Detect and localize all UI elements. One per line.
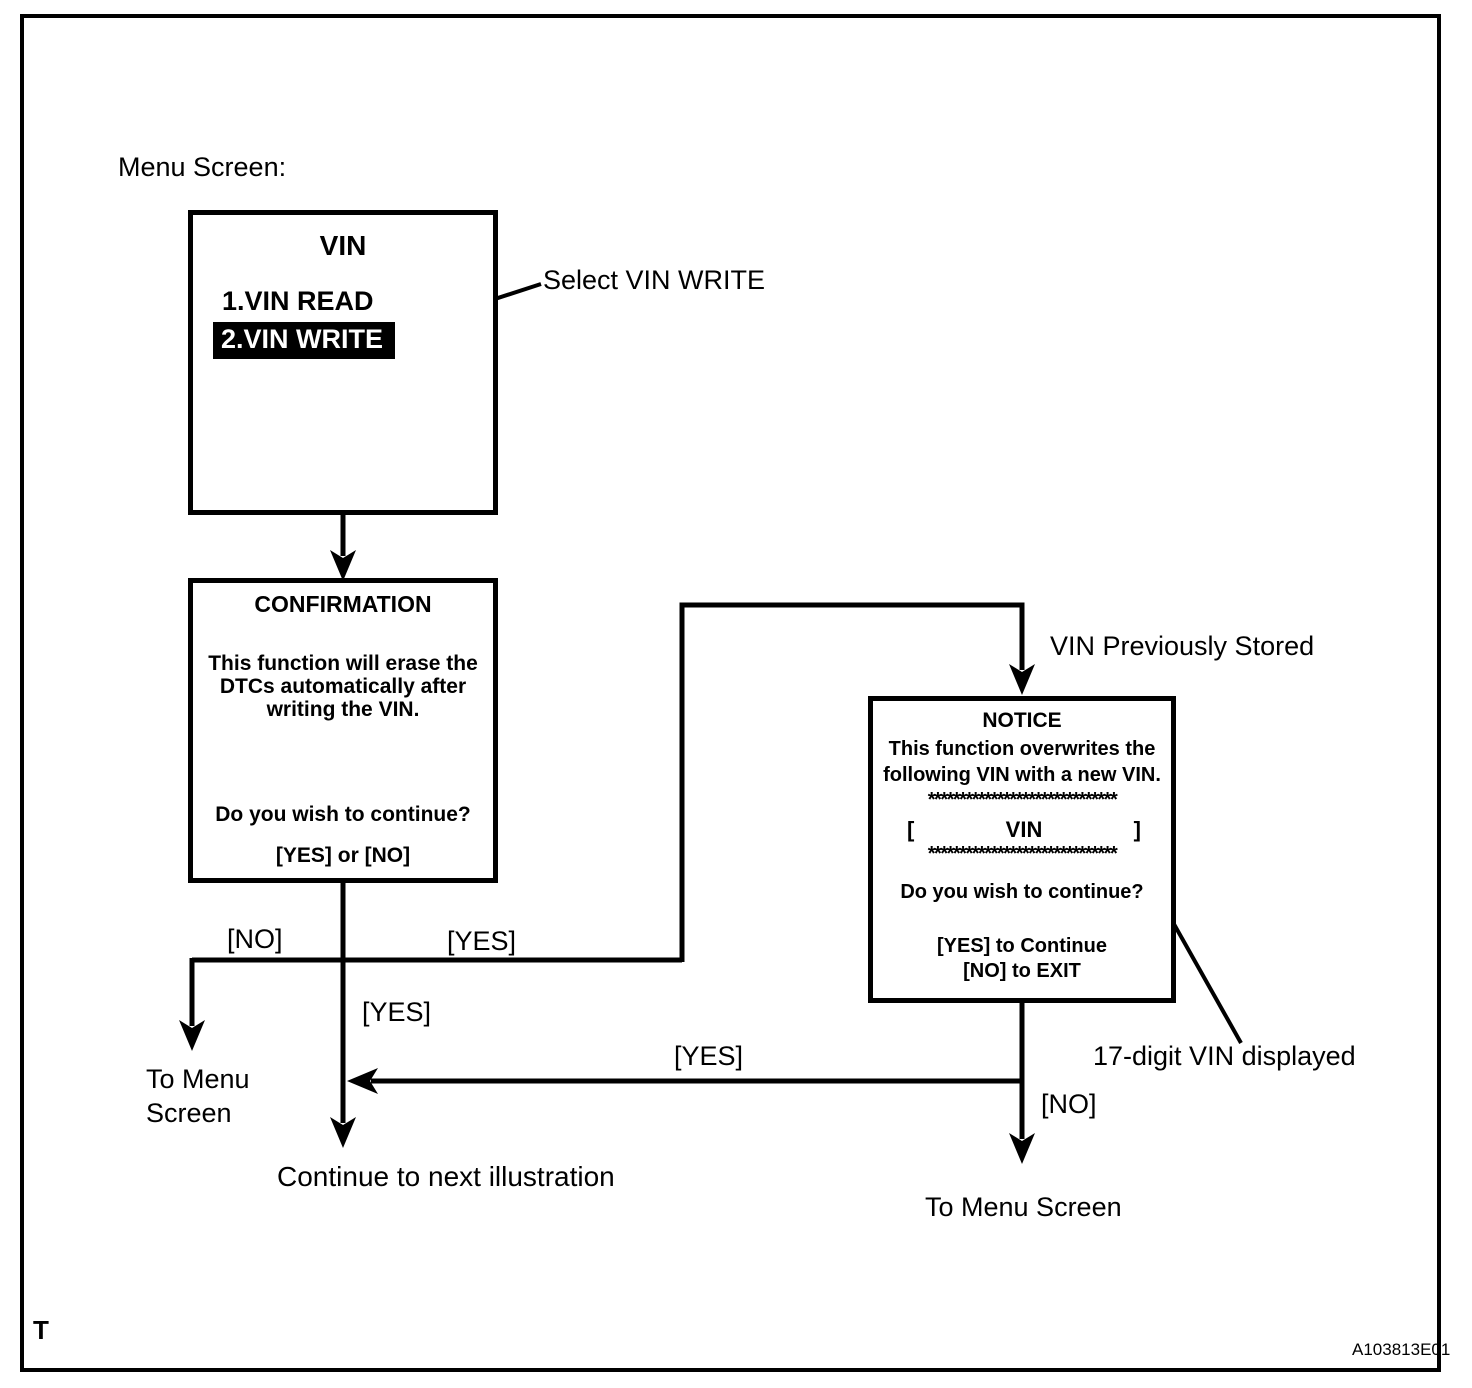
terminal-to-menu-left: To Menu Screen — [146, 1062, 250, 1130]
menu-screen-label: Menu Screen: — [118, 152, 287, 182]
terminal-to-menu-right: To Menu Screen — [925, 1192, 1122, 1222]
edge-label-notice-no-down: [NO] — [1041, 1089, 1097, 1119]
notice-options: [YES] to Continue [NO] to EXIT — [873, 934, 1171, 984]
edge-label-confirmation-no: [NO] — [227, 924, 283, 954]
vin-placeholder-row: [ VIN ] — [873, 818, 1171, 842]
bracket-close: ] — [1133, 817, 1141, 842]
terminal-to-menu-left-line1: To Menu — [146, 1064, 250, 1094]
confirmation-box: CONFIRMATION This function will erase th… — [188, 578, 498, 883]
annotation-vin-previously-stored: VIN Previously Stored — [1050, 631, 1315, 661]
asterisk-divider-top: ****************************** — [927, 790, 1118, 810]
edge-label-confirmation-yes-down: [YES] — [362, 997, 432, 1027]
corner-letter: T — [33, 1315, 49, 1345]
vin-menu-title: VIN — [319, 230, 367, 261]
vin-label: VIN — [1005, 817, 1043, 842]
notice-body: This function overwrites the following V… — [873, 736, 1171, 788]
confirmation-body-line: This function will erase the — [208, 652, 478, 675]
asterisk-divider-bottom: ****************************** — [927, 844, 1118, 864]
notice-option-no: [NO] to EXIT — [963, 960, 1081, 982]
confirmation-options: [YES] or [NO] — [275, 844, 411, 867]
confirmation-question: Do you wish to continue? — [215, 803, 471, 826]
menu-item-vin-write-selected: 2.VIN WRITE — [213, 322, 396, 359]
notice-title: NOTICE — [982, 709, 1062, 732]
terminal-continue-next: Continue to next illustration — [277, 1161, 615, 1192]
edge-label-confirmation-yes-right: [YES] — [447, 926, 517, 956]
edge-label-notice-yes-return: [YES] — [674, 1041, 744, 1071]
notice-option-yes: [YES] to Continue — [937, 935, 1107, 957]
page-border — [20, 14, 1441, 1372]
bracket-open: [ — [907, 817, 915, 842]
notice-body-line: following VIN with a new VIN. — [883, 764, 1161, 786]
notice-body-line: This function overwrites the — [888, 738, 1156, 760]
select-vin-write-callout: Select VIN WRITE — [543, 265, 766, 295]
notice-question: Do you wish to continue? — [900, 881, 1144, 903]
annotation-17-digit-vin: 17-digit VIN displayed — [1093, 1041, 1356, 1071]
figure-id: A103813E01 — [1352, 1340, 1451, 1359]
menu-item-vin-read: 1.VIN READ — [222, 286, 374, 316]
confirmation-body-line: writing the VIN. — [266, 698, 420, 721]
notice-box: NOTICE This function overwrites the foll… — [868, 696, 1176, 1003]
confirmation-body: This function will erase the DTCs automa… — [193, 652, 493, 721]
terminal-to-menu-left-line2: Screen — [146, 1098, 232, 1128]
confirmation-title: CONFIRMATION — [254, 591, 432, 617]
confirmation-body-line: DTCs automatically after — [219, 675, 467, 698]
vin-menu-box: VIN 1.VIN READ 2.VIN WRITE — [188, 210, 498, 515]
